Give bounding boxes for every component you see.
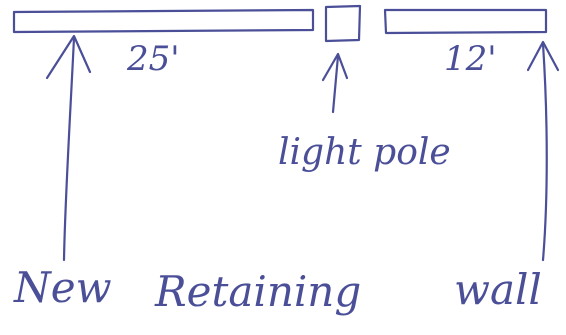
- left-wall-segment: [12, 8, 315, 34]
- right-wall-segment: [383, 8, 548, 35]
- light-pole-square: [324, 4, 362, 43]
- right-wall-arrow: [541, 42, 548, 262]
- caption-word-retaining: Retaining: [154, 267, 361, 316]
- right-wall-arrowhead: [526, 40, 560, 72]
- left-wall-arrowhead: [45, 34, 92, 80]
- left-wall-length-label: 25': [126, 39, 180, 79]
- light-pole-arrowhead: [321, 52, 349, 82]
- light-pole-label: light pole: [278, 132, 451, 173]
- left-wall-arrow: [62, 36, 76, 262]
- caption-word-wall: wall: [454, 265, 542, 314]
- light-pole-arrow: [331, 54, 340, 114]
- right-wall-length-label: 12': [444, 39, 497, 79]
- caption-word-new: New: [13, 263, 112, 312]
